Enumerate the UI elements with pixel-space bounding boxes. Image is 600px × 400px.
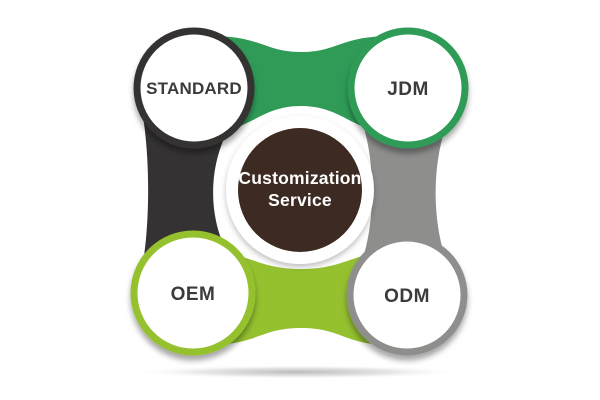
center-node: Customization Service [226, 116, 374, 264]
node-oem-ring [130, 230, 256, 356]
node-oem: OEM [130, 230, 256, 356]
center-disc [238, 128, 362, 252]
node-odm-ring [346, 234, 468, 356]
node-standard-label: STANDARD [146, 79, 242, 98]
node-jdm-label: JDM [387, 79, 429, 100]
node-standard: STANDARD [133, 27, 255, 149]
node-jdm: JDM [347, 27, 469, 149]
node-odm: ODM [346, 234, 468, 356]
node-odm-label: ODM [384, 286, 430, 307]
node-oem-label: OEM [171, 284, 216, 305]
node-standard-ring [133, 27, 255, 149]
center-label-line1: Customization [238, 168, 361, 188]
center-label-line2: Service [268, 190, 332, 210]
floor-shadow [130, 365, 466, 379]
node-jdm-ring [347, 27, 469, 149]
